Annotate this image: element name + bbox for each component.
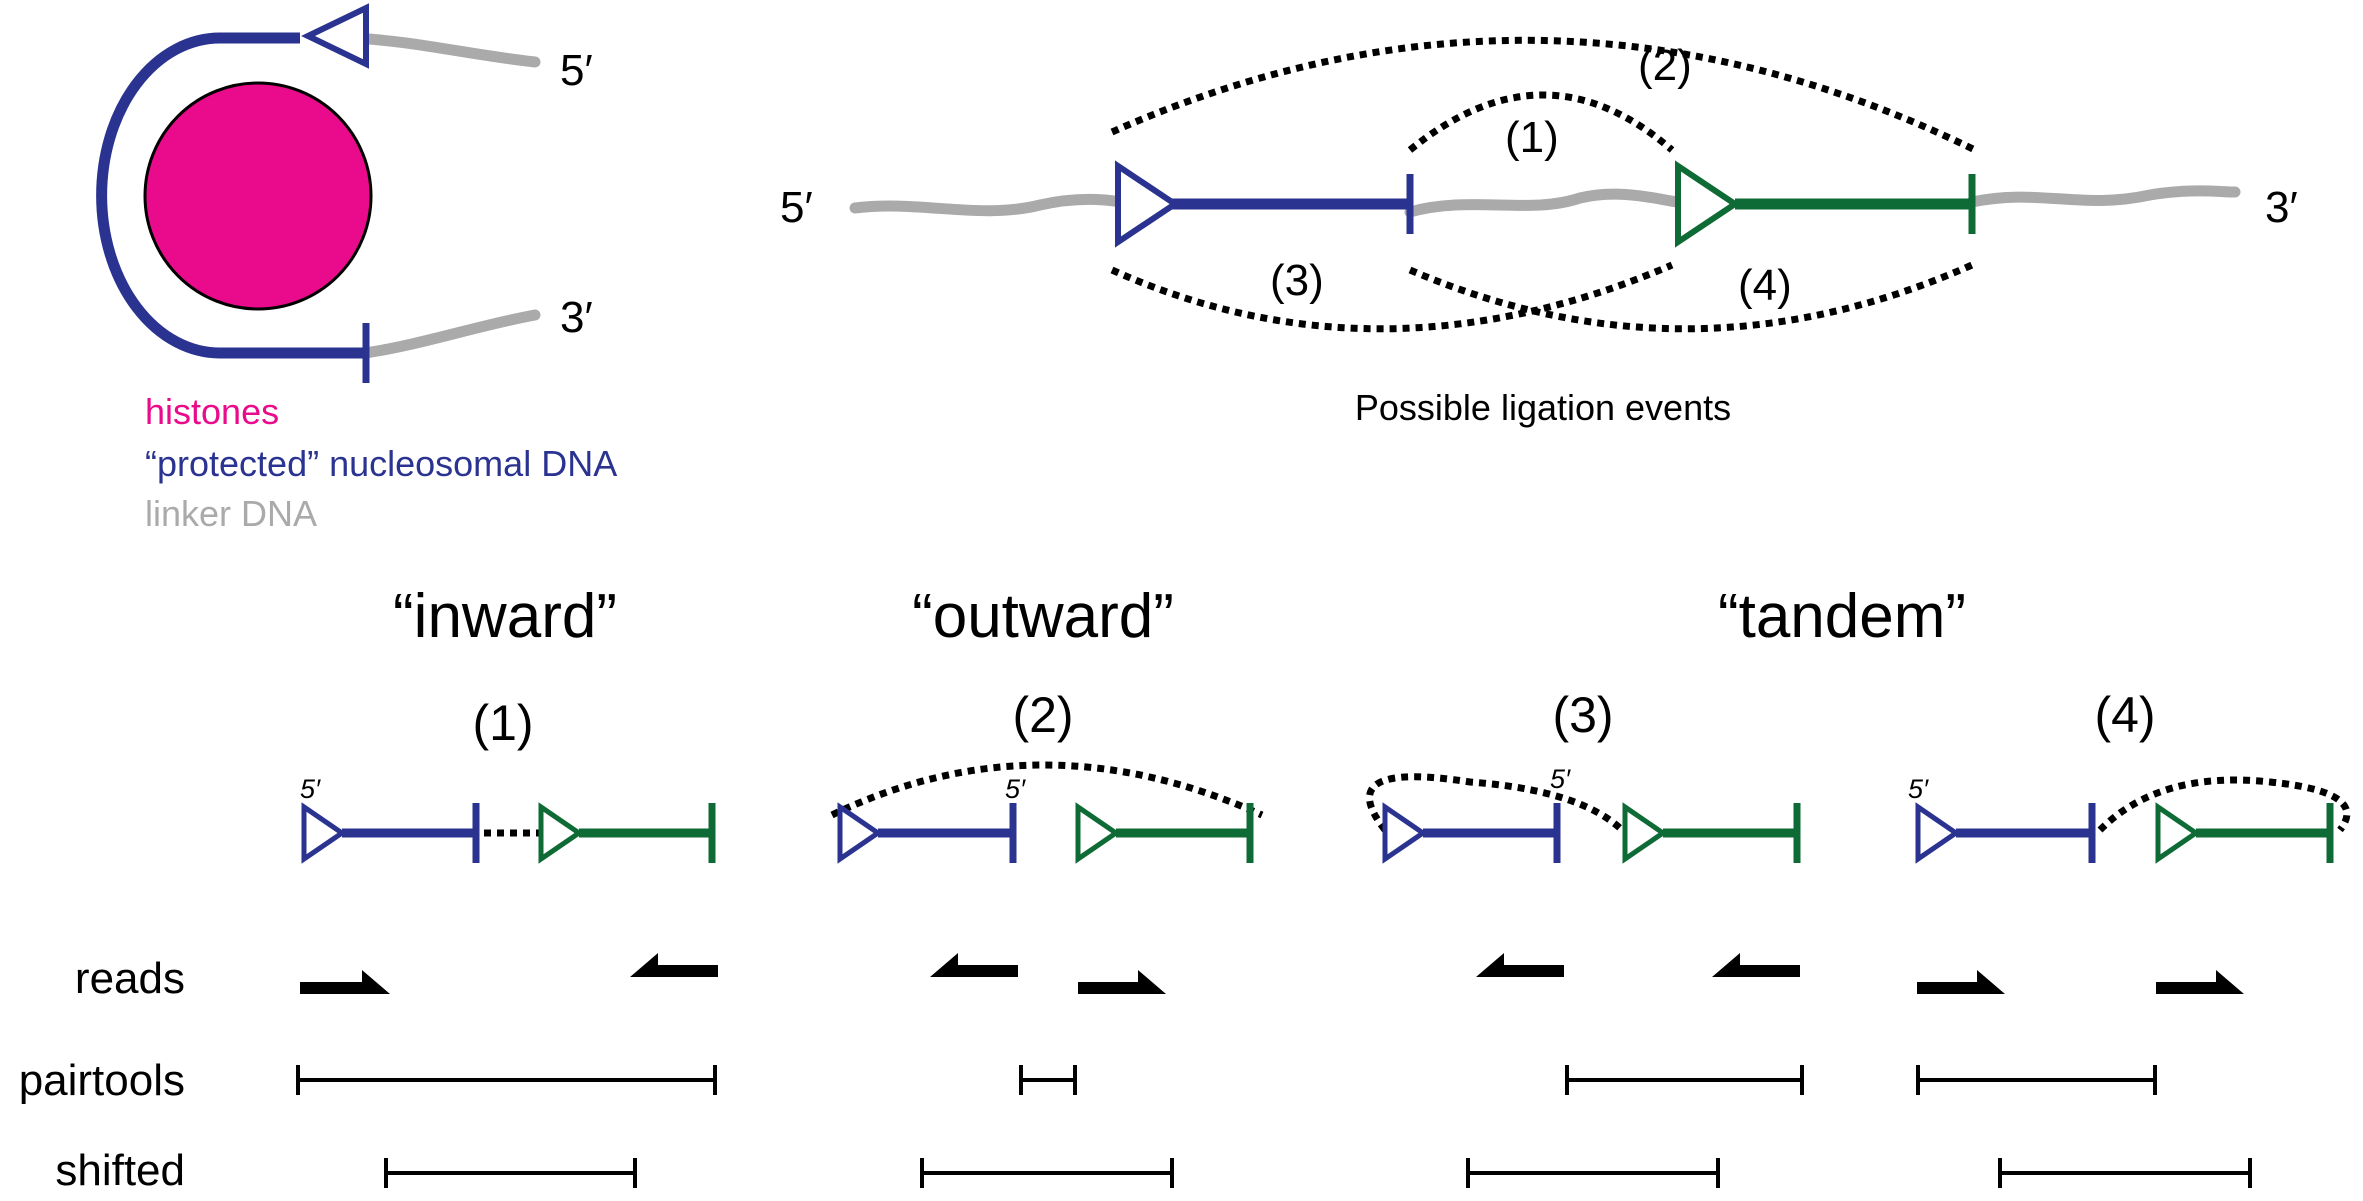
- nucleosome-a-triangle-icon: [1115, 160, 1181, 248]
- read-reverse-arrow-icon: [1476, 953, 1564, 977]
- ligation-arc: [830, 761, 1264, 819]
- nucleosome-a-triangle-icon: [301, 802, 347, 864]
- panel-number: (4): [2094, 687, 2155, 743]
- panel-1-inward: (1) 5′: [296, 695, 718, 1188]
- protected-dna-wrap: [96, 32, 365, 359]
- read-forward-arrow-icon: [300, 970, 390, 994]
- read-reverse-arrow-icon: [930, 953, 1018, 977]
- linker-dna-left: [849, 193, 1126, 217]
- panel-3-tandem: (3) 5′: [1366, 687, 1804, 1188]
- event-label-2: (2): [1638, 41, 1692, 90]
- ligation-caption: Possible ligation events: [1355, 387, 1731, 428]
- event-label-1: (1): [1505, 113, 1559, 162]
- read-forward-arrow-icon: [1078, 970, 1166, 994]
- nucleosome-b-triangle-icon: [1075, 802, 1121, 864]
- read-forward-arrow-icon: [1917, 970, 2005, 994]
- linker-dna-bottom: [359, 309, 541, 359]
- read-reverse-arrow-icon: [1712, 953, 1800, 977]
- nucleosome-b-triangle-icon: [538, 802, 584, 864]
- panel-5prime-label: 5′: [1005, 774, 1026, 804]
- nucleosome-b-triangle-icon: [1622, 802, 1668, 864]
- nucleosome-a-triangle-icon: [1915, 802, 1961, 864]
- panel-5prime-label: 5′: [1908, 774, 1929, 804]
- nucleosome-b-triangle-icon: [2155, 802, 2201, 864]
- pairtools-interval: [1019, 1065, 1077, 1095]
- row-label-reads: reads: [75, 954, 185, 1003]
- nucleosome-a-triangle-icon: [1382, 802, 1428, 864]
- pairtools-interval: [1916, 1065, 2157, 1095]
- row-label-shifted: shifted: [55, 1146, 185, 1195]
- orientation-inward-label: “inward”: [393, 582, 617, 651]
- nucleosome-a-triangle-icon: [837, 802, 883, 864]
- linker-dna-top: [344, 32, 541, 68]
- event-label-4: (4): [1738, 261, 1792, 310]
- read-reverse-arrow-icon: [630, 953, 718, 977]
- linker-dna-middle: [1404, 188, 1684, 218]
- legend-protected-dna: “protected” nucleosomal DNA: [145, 443, 617, 484]
- panel-number: (3): [1552, 687, 1613, 743]
- pairtools-interval: [1565, 1065, 1804, 1095]
- orientation-outward-label: “outward”: [912, 582, 1174, 651]
- panel-number: (2): [1012, 687, 1073, 743]
- event-label-3: (3): [1270, 256, 1324, 305]
- panel-number: (1): [472, 695, 533, 751]
- ligation-3prime-label: 3′: [2265, 183, 2298, 232]
- ligation-arc: [1366, 773, 1625, 833]
- pairtools-interval: [296, 1065, 717, 1095]
- shifted-interval: [920, 1158, 1174, 1188]
- panel-5prime-label: 5′: [1550, 764, 1571, 794]
- shifted-interval: [1998, 1158, 2252, 1188]
- ligation-arc-4: [1408, 261, 1974, 333]
- ligation-arc-1: [1407, 91, 1675, 153]
- panel-5prime-label: 5′: [300, 774, 321, 804]
- panel-2-outward: (2) 5′: [830, 687, 1264, 1188]
- nucleosome-schematic: 5′ 3′ histones “protected” nucleosomal D…: [96, 3, 617, 534]
- nucleosome-b-triangle-icon: [1675, 160, 1741, 248]
- linker-dna-right: [1966, 185, 2241, 208]
- histone-octamer: [143, 81, 373, 311]
- legend-histones: histones: [145, 391, 279, 432]
- nucleosome-3prime-label: 3′: [560, 293, 593, 342]
- ligation-arc: [2097, 776, 2351, 833]
- ligation-arc-3: [1110, 261, 1674, 333]
- orientation-tandem-label: “tandem”: [1718, 582, 1966, 651]
- legend-linker-dna: linker DNA: [145, 493, 317, 534]
- shifted-interval: [1466, 1158, 1720, 1188]
- ligation-arc-2: [1110, 36, 1977, 154]
- shifted-interval: [384, 1158, 637, 1188]
- ligation-5prime-label: 5′: [780, 183, 813, 232]
- panel-4-tandem: (4) 5′: [1908, 687, 2351, 1188]
- row-label-pairtools: pairtools: [19, 1056, 185, 1105]
- read-forward-arrow-icon: [2156, 970, 2244, 994]
- dna-start-triangle-icon: [301, 3, 369, 69]
- ligation-events-schematic: 5′ 3′ (1) (2) (3) (4) Possible ligation …: [780, 36, 2298, 428]
- nucleosome-5prime-label: 5′: [560, 46, 593, 95]
